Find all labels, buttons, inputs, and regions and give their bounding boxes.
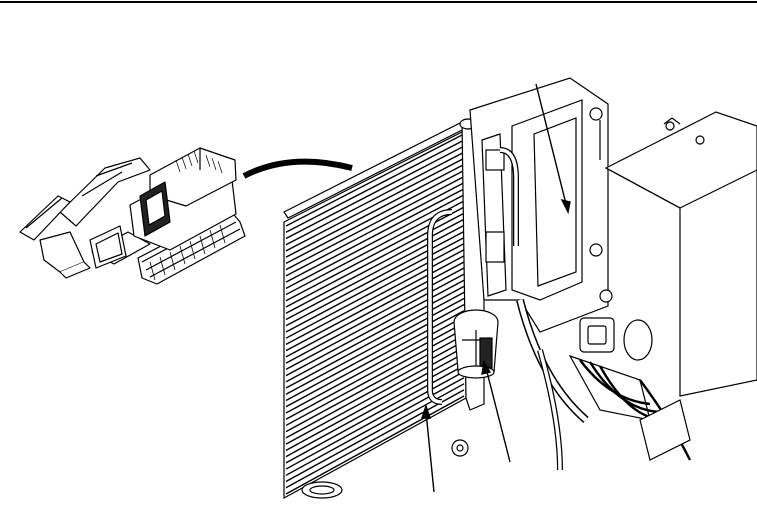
condenser-fin	[285, 291, 465, 389]
callout-lower-left-arrowhead	[421, 403, 431, 419]
condenser-fin	[285, 389, 465, 489]
condenser-fin	[285, 212, 465, 308]
condenser-fin	[285, 145, 465, 240]
condenser-fin	[285, 157, 465, 252]
condenser-fin	[285, 243, 465, 339]
condenser-fin	[285, 230, 465, 327]
condenser-fin	[285, 346, 465, 445]
condenser-fin	[285, 395, 465, 495]
condenser-fin	[285, 279, 465, 377]
condenser-fin	[285, 194, 465, 289]
condenser	[283, 117, 485, 500]
condenser-fin	[285, 255, 465, 352]
callout-upper-leader	[535, 83, 567, 205]
condenser-fin	[285, 352, 465, 451]
condenser-fin	[285, 328, 465, 427]
callout-lower-right-leader	[485, 367, 511, 463]
condenser-fin	[285, 297, 465, 395]
condenser-fin	[285, 249, 465, 346]
condenser-fin	[285, 316, 465, 414]
condenser-fin	[285, 322, 465, 420]
inset-leader-arrow	[242, 158, 353, 179]
condenser-fin	[285, 358, 465, 458]
condenser-fin	[285, 371, 465, 470]
condenser-fin	[285, 377, 465, 476]
condenser-fin	[285, 303, 465, 402]
condenser-fin	[285, 163, 465, 258]
condenser-fin	[285, 151, 465, 246]
condenser-fin	[285, 340, 465, 439]
excavator-inset	[19, 147, 246, 285]
condenser-fin	[285, 273, 465, 370]
condenser-fin	[285, 224, 465, 321]
condenser-fin	[285, 169, 465, 265]
callout-lower-right-arrowhead	[481, 360, 492, 375]
condenser-fin	[285, 139, 465, 233]
condenser-fin	[285, 236, 465, 333]
callout-upper-arrowhead	[560, 198, 571, 215]
condenser-fin	[285, 310, 465, 408]
condenser-fin	[285, 285, 465, 383]
receiver-drier	[301, 133, 519, 499]
callout-lower-left-leader	[425, 411, 435, 493]
condenser-fin	[285, 218, 465, 314]
callouts	[421, 83, 571, 493]
condenser-fin	[285, 182, 465, 277]
hoses-and-connectors	[516, 299, 692, 471]
condenser-fin	[285, 267, 465, 364]
electrical-box	[604, 111, 757, 397]
condenser-fin	[285, 261, 465, 358]
condenser-fin	[285, 334, 465, 433]
condenser-fin	[285, 176, 465, 271]
condenser-fin	[285, 133, 465, 227]
condenser-fin	[285, 364, 465, 464]
condenser-fin	[285, 188, 465, 283]
